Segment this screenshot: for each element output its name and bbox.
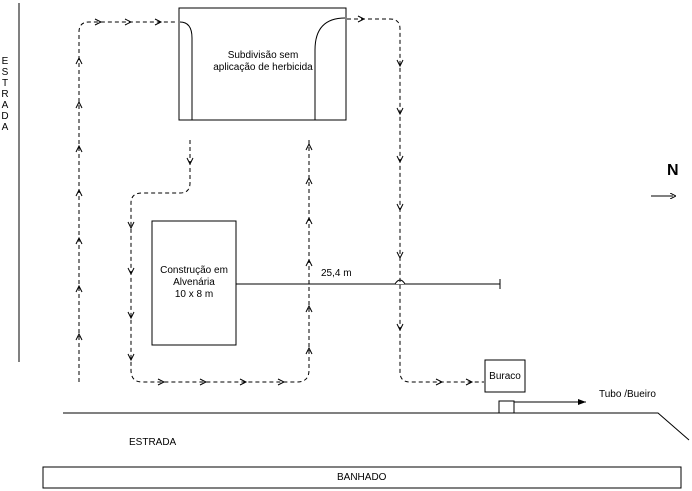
construction-label-line2: Alvenária: [153, 277, 235, 289]
hole-label: Buraco: [485, 371, 525, 383]
subdivision-label-line2: aplicação de herbicida: [196, 62, 330, 74]
construction-label: Construção em Alvenária 10 x 8 m: [153, 265, 235, 301]
distance-label: 25,4 m: [321, 268, 352, 280]
north-label: N: [667, 162, 679, 180]
wetland-label: BANHADO: [337, 472, 386, 484]
subdivision-left-curve: [180, 22, 192, 120]
subdivision-label-line1: Subdivisão sem: [196, 50, 330, 62]
road-left-letter: E: [0, 56, 10, 67]
road-left-letter: A: [0, 122, 10, 133]
road-left-label: E S T R A D A: [0, 56, 10, 133]
road-bottom-edge: [63, 413, 689, 440]
pipe-connector: [499, 401, 514, 413]
construction-label-line3: 10 x 8 m: [153, 289, 235, 301]
road-left-letter: A: [0, 100, 10, 111]
road-left-letter: D: [0, 111, 10, 122]
subdivision-label: Subdivisão sem aplicação de herbicida: [196, 50, 330, 74]
construction-label-line1: Construção em: [153, 265, 235, 277]
flow-path-right: [347, 19, 484, 382]
flow-path-left-loop: [79, 22, 177, 382]
road-left-letter: S: [0, 67, 10, 78]
road-bottom-label: ESTRADA: [129, 437, 176, 449]
road-left-letter: T: [0, 78, 10, 89]
pipe-label: Tubo /Bueiro: [599, 389, 656, 401]
road-left-letter: R: [0, 89, 10, 100]
